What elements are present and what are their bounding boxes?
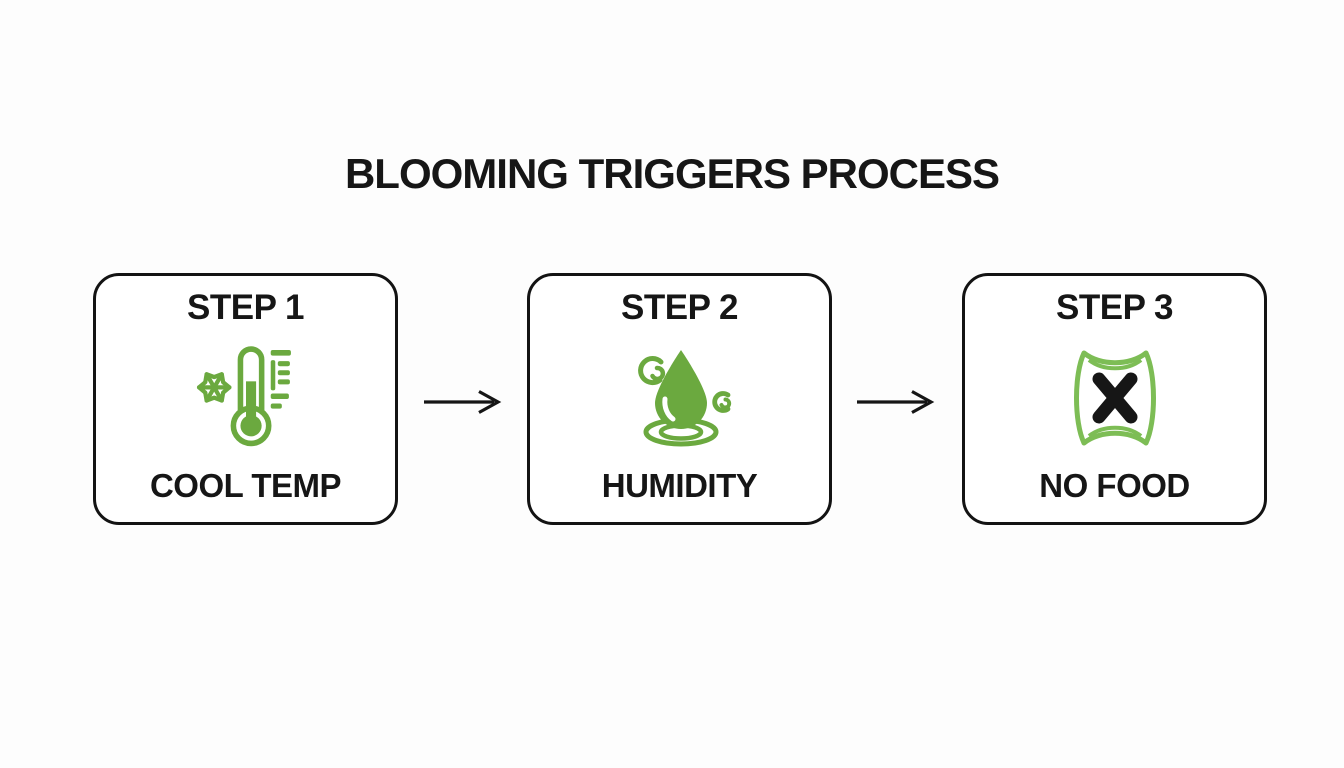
- steam-swirl-left: [637, 356, 665, 386]
- x-mark-icon: [1092, 372, 1137, 424]
- step-1-caption: COOL TEMP: [149, 466, 342, 504]
- arrow-right-icon: [422, 389, 510, 415]
- step-3-icon-area: [1072, 328, 1158, 467]
- thermometer-snowflake-icon: [196, 346, 291, 447]
- step-card-2: STEP 2 HUMI: [527, 273, 832, 525]
- humidity-drop-icon: [637, 349, 731, 447]
- arrow-right-icon: [855, 389, 943, 415]
- step-card-3: STEP 3 NO FOOD: [962, 273, 1267, 525]
- step-2-label: STEP 2: [621, 288, 738, 327]
- step-3-label: STEP 3: [1056, 288, 1173, 327]
- scale-ticks: [270, 350, 291, 409]
- steam-swirl-right: [711, 391, 731, 413]
- step-1-label: STEP 1: [187, 288, 304, 327]
- step-2-caption: HUMIDITY: [601, 466, 758, 504]
- step-3-caption: NO FOOD: [1039, 466, 1190, 504]
- step-card-1: STEP 1: [93, 273, 398, 525]
- page-title: BLOOMING TRIGGERS PROCESS: [344, 150, 1000, 197]
- no-food-bag-icon: [1073, 350, 1156, 446]
- step-2-icon-area: [623, 328, 737, 467]
- snowflake-icon: [196, 372, 231, 403]
- step-1-icon-area: [192, 328, 300, 467]
